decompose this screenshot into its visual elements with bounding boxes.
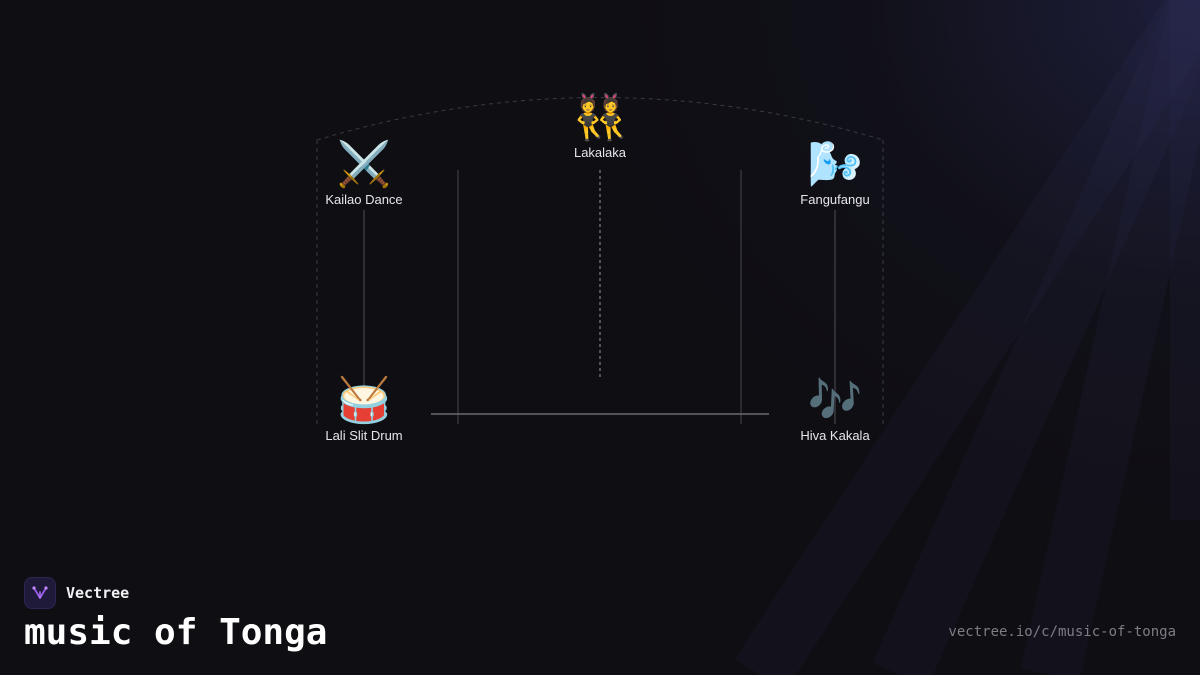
brand[interactable]: Vectree — [24, 577, 129, 609]
node-label: Kailao Dance — [325, 192, 403, 207]
node-lakalaka: 👯 Lakalaka — [530, 93, 670, 161]
node-label: Lali Slit Drum — [325, 428, 403, 443]
frame-arc — [316, 97, 884, 141]
music-notes-icon: 🎶 — [807, 375, 863, 426]
node-kailao-dance: ⚔️ Kailao Dance — [294, 140, 434, 208]
node-hiva-kakala: 🎶 Hiva Kakala — [765, 376, 905, 444]
page-url[interactable]: vectree.io/c/music-of-tonga — [948, 624, 1176, 640]
page-title: music of Tonga — [24, 612, 328, 653]
wind-icon: 🌬️ — [807, 139, 863, 190]
node-label: Fangufangu — [800, 192, 870, 207]
vectree-logo-icon — [24, 577, 56, 609]
brand-name: Vectree — [66, 584, 130, 602]
crossed-swords-icon: ⚔️ — [336, 139, 392, 190]
dancers-icon: 👯 — [572, 92, 628, 143]
node-label: Hiva Kakala — [800, 428, 870, 443]
node-lali-slit-drum: 🥁 Lali Slit Drum — [294, 376, 434, 444]
node-label: Lakalaka — [573, 145, 627, 160]
drum-icon: 🥁 — [336, 375, 392, 426]
node-fangufangu: 🌬️ Fangufangu — [765, 140, 905, 208]
